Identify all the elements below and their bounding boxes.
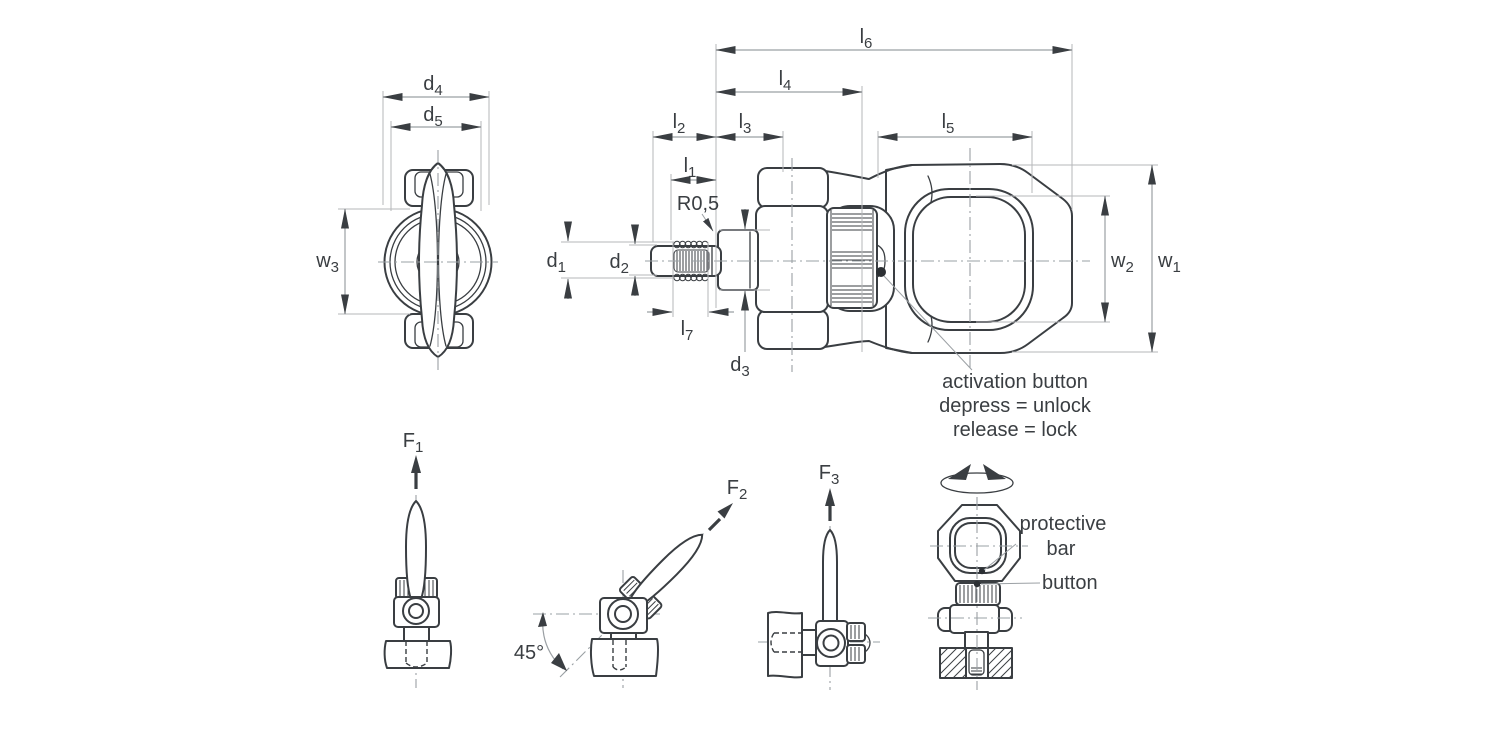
- dim-d1: d1: [547, 221, 674, 299]
- activation-note-line2: depress = unlock: [939, 395, 1092, 417]
- bottom-flange: [757, 309, 829, 350]
- top-flange: [757, 167, 829, 209]
- dim-label-l6: l6: [860, 26, 873, 52]
- dim-label-l1: l1: [684, 155, 697, 181]
- f1-ring-blade: [405, 500, 427, 600]
- f1-pivot-inner: [408, 603, 424, 619]
- dim-label-w2: w2: [1110, 250, 1134, 276]
- ring-head-outline: [885, 163, 1073, 354]
- knurl-pattern: [830, 210, 874, 306]
- ring-hole-outer: [904, 188, 1034, 331]
- f1-load-direction-view: F1: [383, 430, 453, 688]
- dim-l4: l4: [715, 68, 863, 352]
- force-label-f3: F3: [819, 462, 840, 488]
- f2-load-direction-view: F2: [514, 477, 747, 688]
- force-label-f2: F2: [727, 477, 748, 503]
- button-label: button: [1042, 572, 1098, 594]
- front-base-center: [949, 604, 1000, 634]
- dim-d5: d5: [390, 104, 482, 211]
- fillet-radius-callout: R0,5: [677, 193, 719, 232]
- ring-hole-inner: [912, 196, 1026, 323]
- neck-bottom-line: [817, 340, 913, 354]
- protective-bar-label-line1: protective: [1020, 513, 1107, 535]
- dim-label-l5: l5: [942, 111, 955, 137]
- dim-label-d4: d4: [423, 73, 442, 99]
- dim-label-d2: d2: [610, 251, 629, 277]
- dim-l7: l7: [647, 242, 734, 344]
- dim-label-l7: l7: [681, 318, 694, 344]
- hatch-pattern: [939, 647, 1013, 679]
- thread-pattern: [673, 240, 710, 282]
- f2-workpiece-plate: [589, 638, 660, 677]
- sectioned-workpiece: [939, 647, 1013, 679]
- top-view: d4 d5 w3: [315, 73, 498, 372]
- angle-label: 45°: [514, 642, 544, 664]
- rotation-arrows: [940, 464, 1014, 494]
- f3-force-arrow: [825, 488, 835, 521]
- protective-bar-dot: [978, 567, 986, 575]
- f2-angle-annotation: 45°: [514, 612, 567, 671]
- dim-l3: l3: [715, 111, 784, 172]
- cast-line-bottom: [927, 315, 933, 343]
- fillet-radius-label: R0,5: [677, 193, 719, 215]
- dim-d2: d2: [610, 224, 657, 296]
- front-knurl-band: [955, 582, 1001, 606]
- dim-l2: l2: [652, 111, 717, 242]
- protective-bar-leader: [983, 543, 1017, 571]
- dim-w1: w1: [1012, 164, 1181, 353]
- f1-workpiece-plate: [383, 640, 453, 669]
- cast-line-top: [927, 175, 933, 203]
- button-dot: [973, 580, 981, 588]
- side-view: l6 l4 l2 l3 l5 l1: [547, 26, 1181, 441]
- button-leader: [980, 582, 1041, 585]
- dim-label-l4: l4: [779, 68, 792, 94]
- f1-stud: [403, 626, 430, 642]
- f3-pivot-inner: [822, 634, 840, 652]
- dim-w2: w2: [976, 195, 1134, 323]
- f3-stud: [801, 629, 818, 656]
- f3-ring-blade: [822, 529, 838, 623]
- rotation-view: protective bar button: [928, 464, 1106, 690]
- activation-button-dot: [876, 267, 886, 277]
- dim-l1: l1: [670, 155, 717, 240]
- dim-label-d5: d5: [423, 104, 442, 130]
- activation-note-line1: activation button: [942, 371, 1088, 393]
- force-label-f1: F1: [403, 430, 424, 456]
- f2-force-arrow: [707, 503, 733, 532]
- dim-d3: d3: [719, 209, 770, 380]
- f3-knurl-button: [846, 622, 871, 664]
- protective-bar-label-line2: bar: [1047, 538, 1076, 560]
- f1-hidden-thread: [405, 641, 428, 668]
- f3-load-direction-view: F3: [758, 462, 880, 690]
- dim-label-l2: l2: [673, 111, 686, 137]
- activation-note-line3: release = lock: [953, 419, 1078, 441]
- dim-label-l3: l3: [739, 111, 752, 137]
- f2-hidden-thread: [612, 640, 627, 671]
- f3-wall-block: [767, 611, 803, 679]
- knurled-sleeve: [826, 207, 886, 309]
- f2-pivot-inner: [614, 605, 632, 623]
- f3-button-dome: [864, 633, 871, 653]
- thread-crest-coils: [673, 240, 709, 282]
- dim-label-w3: w3: [315, 250, 339, 276]
- dim-label-d3: d3: [730, 354, 749, 380]
- activation-button-note: activation button depress = unlock relea…: [883, 275, 1092, 441]
- dim-label-d1: d1: [547, 250, 566, 276]
- dim-w3: w3: [315, 208, 410, 315]
- f1-force-arrow: [411, 455, 421, 489]
- shoulder-collar: [717, 229, 759, 291]
- dim-l5: l5: [877, 111, 1033, 193]
- dim-label-w1: w1: [1157, 250, 1181, 276]
- dim-d4: d4: [382, 73, 490, 205]
- f3-hidden-thread: [770, 632, 802, 653]
- neck-top-line: [817, 164, 913, 180]
